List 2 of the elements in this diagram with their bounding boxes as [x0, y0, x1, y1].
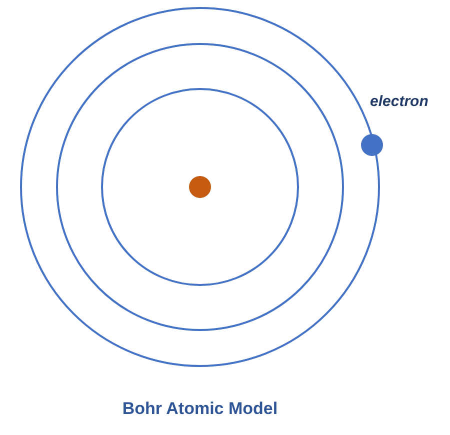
electron-label: electron: [370, 93, 428, 110]
diagram-title: Bohr Atomic Model: [121, 399, 279, 419]
